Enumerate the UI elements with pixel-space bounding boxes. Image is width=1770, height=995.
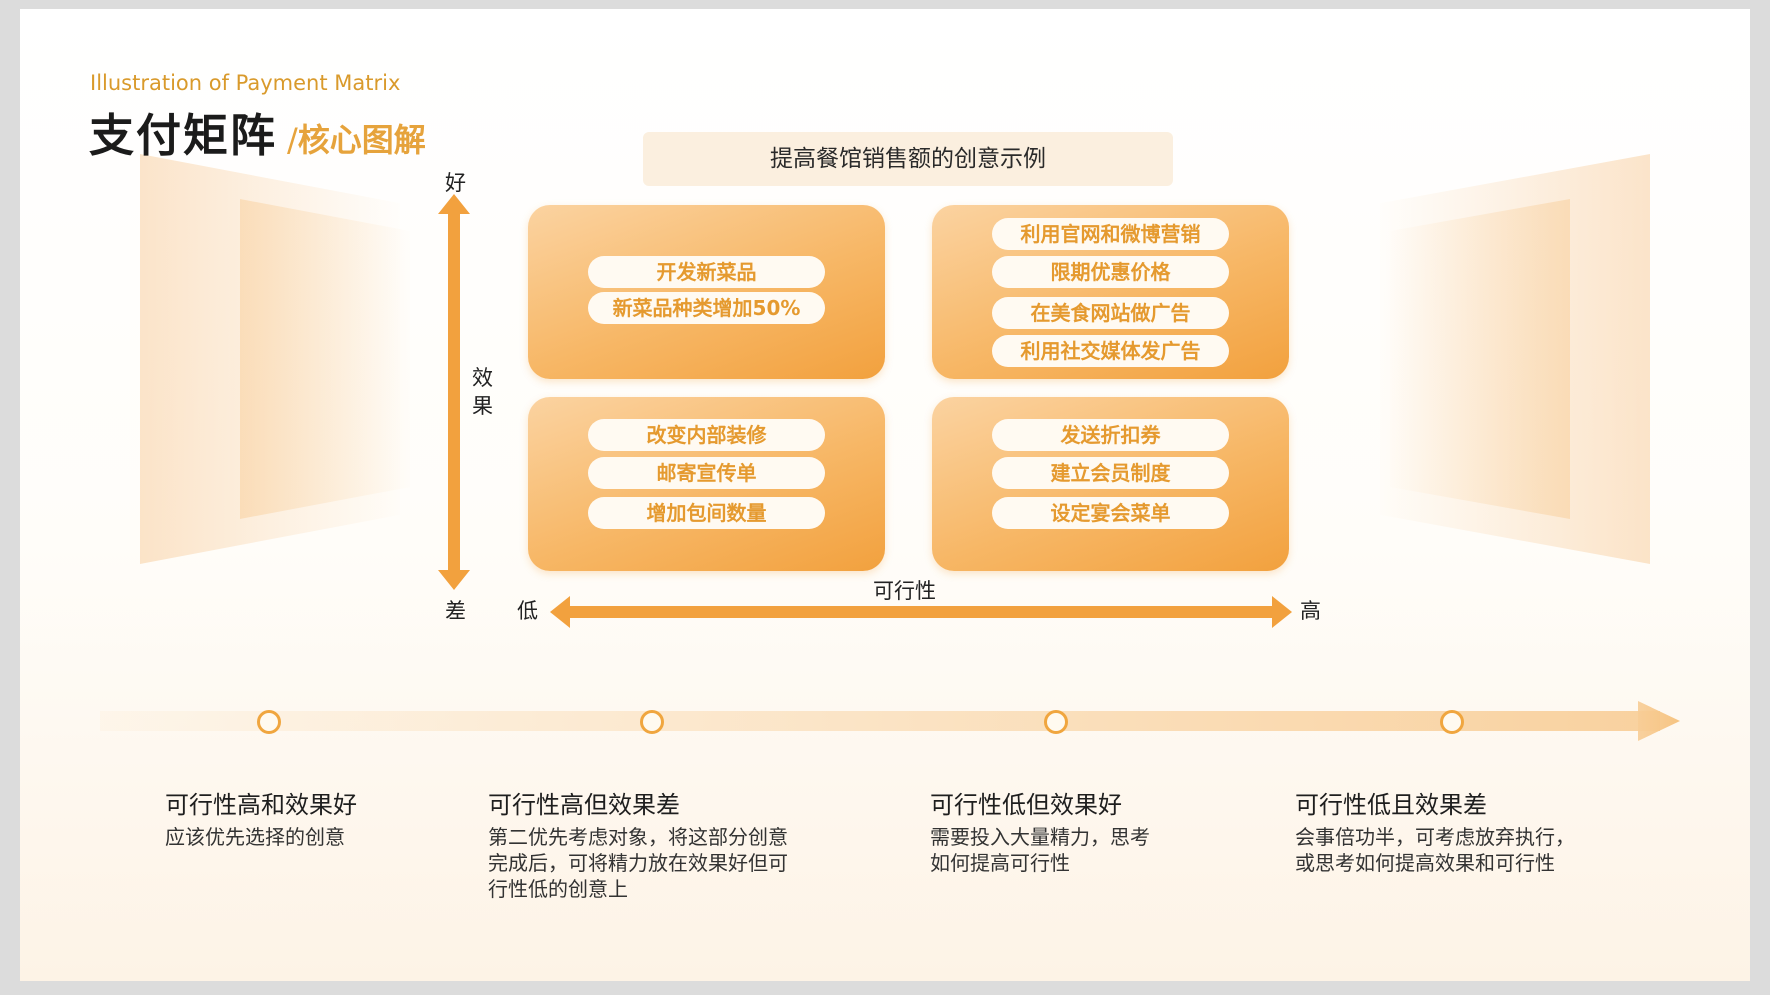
desc-line: 需要投入大量精力，思考 [930,825,1150,849]
horizontal-axis-arrow [550,596,1292,628]
decorative-panel-right-outer [1380,154,1650,564]
desc-line: 行性低的创意上 [488,877,628,901]
desc-line: 或思考如何提高效果和可行性 [1295,851,1555,875]
timeline-dot [640,710,664,734]
idea-pill: 设定宴会菜单 [992,497,1229,529]
idea-pill: 新菜品种类增加50% [588,292,825,324]
idea-pill: 邮寄宣传单 [588,457,825,489]
timeline-item-title: 可行性高和效果好 [165,791,357,819]
axis-label-low: 低 [517,599,538,623]
idea-pill: 利用官网和微博营销 [992,218,1229,250]
idea-pill: 开发新菜品 [588,256,825,288]
idea-pill: 建立会员制度 [992,457,1229,489]
timeline-item-title: 可行性低但效果好 [930,791,1122,819]
timeline-item-title: 可行性低且效果差 [1295,791,1487,819]
axis-label-bad: 差 [445,599,466,623]
title-main: 支付矩阵 [89,109,278,162]
timeline-item-desc: 需要投入大量精力，思考 如何提高可行性 [930,824,1150,876]
idea-pill: 增加包间数量 [588,497,825,529]
slide: Illustration of Payment Matrix 支付矩阵/核心图解… [20,9,1750,981]
desc-line: 完成后，可将精力放在效果好但可 [488,851,788,875]
quadrant-bottom-right: 发送折扣券 建立会员制度 设定宴会菜单 [932,397,1289,571]
idea-pill: 限期优惠价格 [992,256,1229,288]
axis-label-effect: 效果 [472,366,493,418]
title-sub: 核心图解 [297,121,426,159]
desc-line: 应该优先选择的创意 [165,825,345,849]
idea-pill: 在美食网站做广告 [992,297,1229,329]
desc-line: 会事倍功半，可考虑放弃执行， [1295,825,1575,849]
timeline-arrowhead [1638,701,1680,741]
timeline-item-desc: 应该优先选择的创意 [165,824,345,850]
idea-pill: 改变内部装修 [588,419,825,451]
quadrant-top-right: 利用官网和微博营销 限期优惠价格 在美食网站做广告 利用社交媒体发广告 [932,205,1289,379]
timeline-bar [100,711,1660,731]
decorative-panel-left-inner [240,199,410,519]
idea-pill: 利用社交媒体发广告 [992,335,1229,367]
page-title: 支付矩阵/核心图解 [89,99,426,164]
matrix-heading: 提高餐馆销售额的创意示例 [643,132,1173,186]
decorative-panel-left-outer [140,154,400,564]
idea-pill: 发送折扣券 [992,419,1229,451]
timeline-item-title: 可行性高但效果差 [488,791,680,819]
desc-line: 第二优先考虑对象，将这部分创意 [488,825,788,849]
title-separator: / [287,121,298,159]
timeline-item-desc: 第二优先考虑对象，将这部分创意 完成后，可将精力放在效果好但可 行性低的创意上 [488,824,788,902]
vertical-axis-arrow [438,194,470,590]
axis-label-high: 高 [1300,599,1321,623]
quadrant-top-left: 开发新菜品 新菜品种类增加50% [528,205,885,379]
timeline-dot [1044,710,1068,734]
timeline-dot [257,710,281,734]
english-subtitle: Illustration of Payment Matrix [90,71,401,95]
quadrant-bottom-left: 改变内部装修 邮寄宣传单 增加包间数量 [528,397,885,571]
axis-label-good: 好 [445,171,466,195]
desc-line: 如何提高可行性 [930,851,1070,875]
decorative-panel-right-inner [1390,199,1570,519]
axis-label-feasibility: 可行性 [873,579,936,603]
timeline-item-desc: 会事倍功半，可考虑放弃执行， 或思考如何提高效果和可行性 [1295,824,1575,876]
timeline-dot [1440,710,1464,734]
